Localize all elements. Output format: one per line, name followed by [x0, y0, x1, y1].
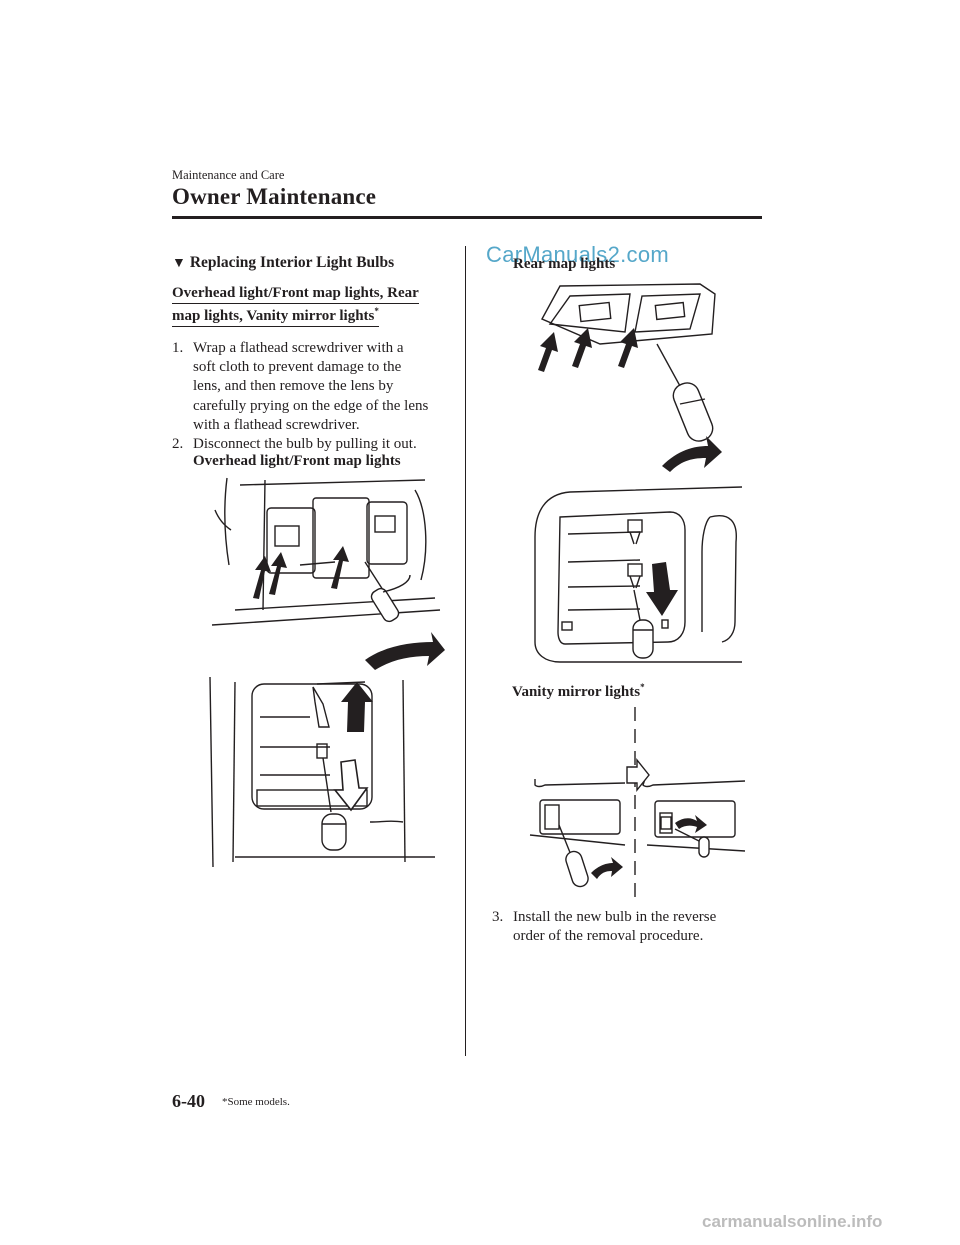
- subheading: ▼Replacing Interior Light Bulbs: [172, 254, 394, 272]
- rear-map-bulb-removal-illustration: [534, 486, 743, 663]
- step-2-number: 2.: [172, 436, 184, 452]
- page-number: 6-40: [172, 1091, 205, 1111]
- step-2-line: Disconnect the bulb by pulling it out.: [193, 436, 417, 452]
- overhead-bulb-removal-illustration: [209, 676, 435, 868]
- step-3-line: order of the removal procedure.: [513, 928, 704, 945]
- watermark-carmanuals2: CarManuals2.com: [486, 242, 670, 267]
- step-1-line: lens, and then remove the lens by: [193, 378, 394, 395]
- step-3-number: 3.: [492, 909, 504, 925]
- figure-caption-vanity: Vanity mirror lights*: [512, 682, 645, 701]
- asterisk-mark: *: [640, 682, 645, 692]
- figure-caption-rear-map: Rear map lights: [513, 256, 616, 272]
- vanity-mirror-light-illustration: [529, 707, 746, 900]
- step-1-line: Wrap a flathead screwdriver with a: [193, 340, 404, 356]
- page-title: Owner Maintenance: [172, 184, 377, 209]
- asterisk-mark: *: [374, 306, 379, 316]
- heading-rule: [172, 216, 762, 219]
- column-divider: [465, 246, 466, 1056]
- overhead-light-removal-illustration: [211, 477, 445, 670]
- subheading-text: Replacing Interior Light Bulbs: [189, 254, 395, 271]
- watermark-carmanualsonline: carmanualsonline.info: [702, 1212, 883, 1231]
- topic-heading-line1: Overhead light/Front map lights, Rear: [172, 284, 419, 304]
- section-label: Maintenance and Care: [172, 168, 285, 182]
- topic-heading-line2: map lights, Vanity mirror lights*: [172, 307, 379, 327]
- footnote-some-models: *Some models.: [222, 1096, 290, 1108]
- rear-map-light-removal-illustration: [538, 283, 722, 472]
- step-1-line: carefully prying on the edge of the lens: [193, 397, 429, 414]
- figure-caption-overhead: Overhead light/Front map lights: [193, 453, 401, 469]
- step-3-line: Install the new bulb in the reverse: [513, 909, 717, 925]
- step-1-number: 1.: [172, 340, 184, 356]
- step-2: 2. Disconnect the bulb by pulling it out.: [172, 435, 457, 454]
- step-1: 1. Wrap a flathead screwdriver with a sof…: [172, 339, 457, 435]
- step-3: 3. Install the new bulb in the reverse or…: [492, 908, 757, 946]
- step-1-line: soft cloth to prevent damage to the: [193, 359, 402, 376]
- step-1-line: with a flathead screwdriver.: [193, 416, 360, 433]
- triangle-bullet-icon: ▼: [172, 256, 186, 271]
